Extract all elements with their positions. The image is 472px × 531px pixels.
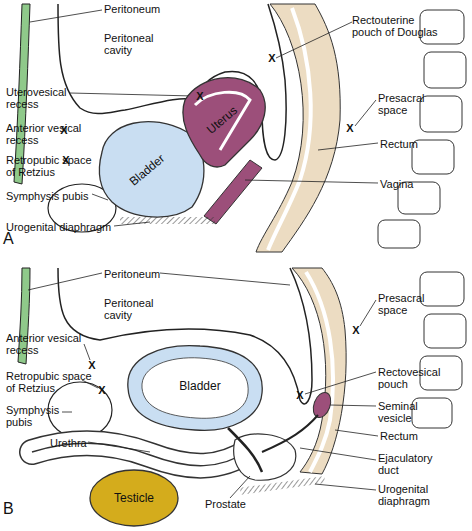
- anatomy-label: Anterior vesical recess: [6, 332, 86, 356]
- space-marker: X: [88, 359, 95, 371]
- anatomy-label: Urethra: [50, 437, 110, 449]
- panel-letter: B: [3, 500, 14, 518]
- anatomy-label: Peritoneal cavity: [104, 297, 164, 321]
- anatomy-label: Rectovesical pouch: [378, 366, 453, 390]
- anatomy-label: Prostate: [205, 498, 265, 510]
- space-marker: X: [98, 384, 105, 396]
- anatomy-label: Ejaculatory duct: [378, 452, 443, 476]
- anatomy-label: Urogenital diaphragm: [378, 483, 448, 507]
- space-marker: X: [268, 52, 275, 64]
- space-marker: X: [60, 124, 67, 136]
- space-marker: X: [296, 389, 303, 401]
- space-marker: X: [346, 122, 353, 134]
- anatomy-label: Symphysis pubis: [6, 404, 66, 428]
- organ-label: Testicle: [114, 492, 154, 504]
- space-marker: X: [196, 90, 203, 102]
- uterus-shape: Uterus: [170, 70, 270, 170]
- anatomy-label: Anterior vesical recess: [6, 122, 86, 146]
- anatomy-label: Presacral space: [378, 92, 438, 116]
- anatomy-label: Vagina: [380, 178, 440, 190]
- anatomy-label: Rectouterine pouch of Douglas: [352, 14, 444, 38]
- panel-letter: A: [3, 230, 14, 248]
- anatomy-label: Urogenital diaphragm: [6, 221, 136, 233]
- anatomy-label: Seminal vesicle: [378, 400, 438, 424]
- organ-label: Bladder: [179, 380, 220, 392]
- space-marker: X: [62, 154, 69, 166]
- anatomy-label: Peritoneum: [104, 3, 194, 15]
- anatomy-label: Presacral space: [378, 292, 438, 316]
- anatomy-label: Peritoneum: [104, 268, 194, 280]
- bladder-shape: Bladder: [120, 338, 270, 438]
- anatomy-label: Retropubic space of Retzius: [6, 154, 96, 178]
- testicle-shape: Testicle: [88, 468, 180, 528]
- anatomy-label: Symphysis pubis: [6, 190, 106, 202]
- space-marker: X: [352, 324, 359, 336]
- anatomy-label: Uterovesical recess: [6, 86, 72, 110]
- anatomy-label: Retropubic space of Retzius: [6, 370, 96, 394]
- anatomy-label: Rectum: [380, 430, 440, 442]
- anatomy-label: Rectum: [380, 138, 440, 150]
- anatomy-label: Peritoneal cavity: [104, 32, 164, 56]
